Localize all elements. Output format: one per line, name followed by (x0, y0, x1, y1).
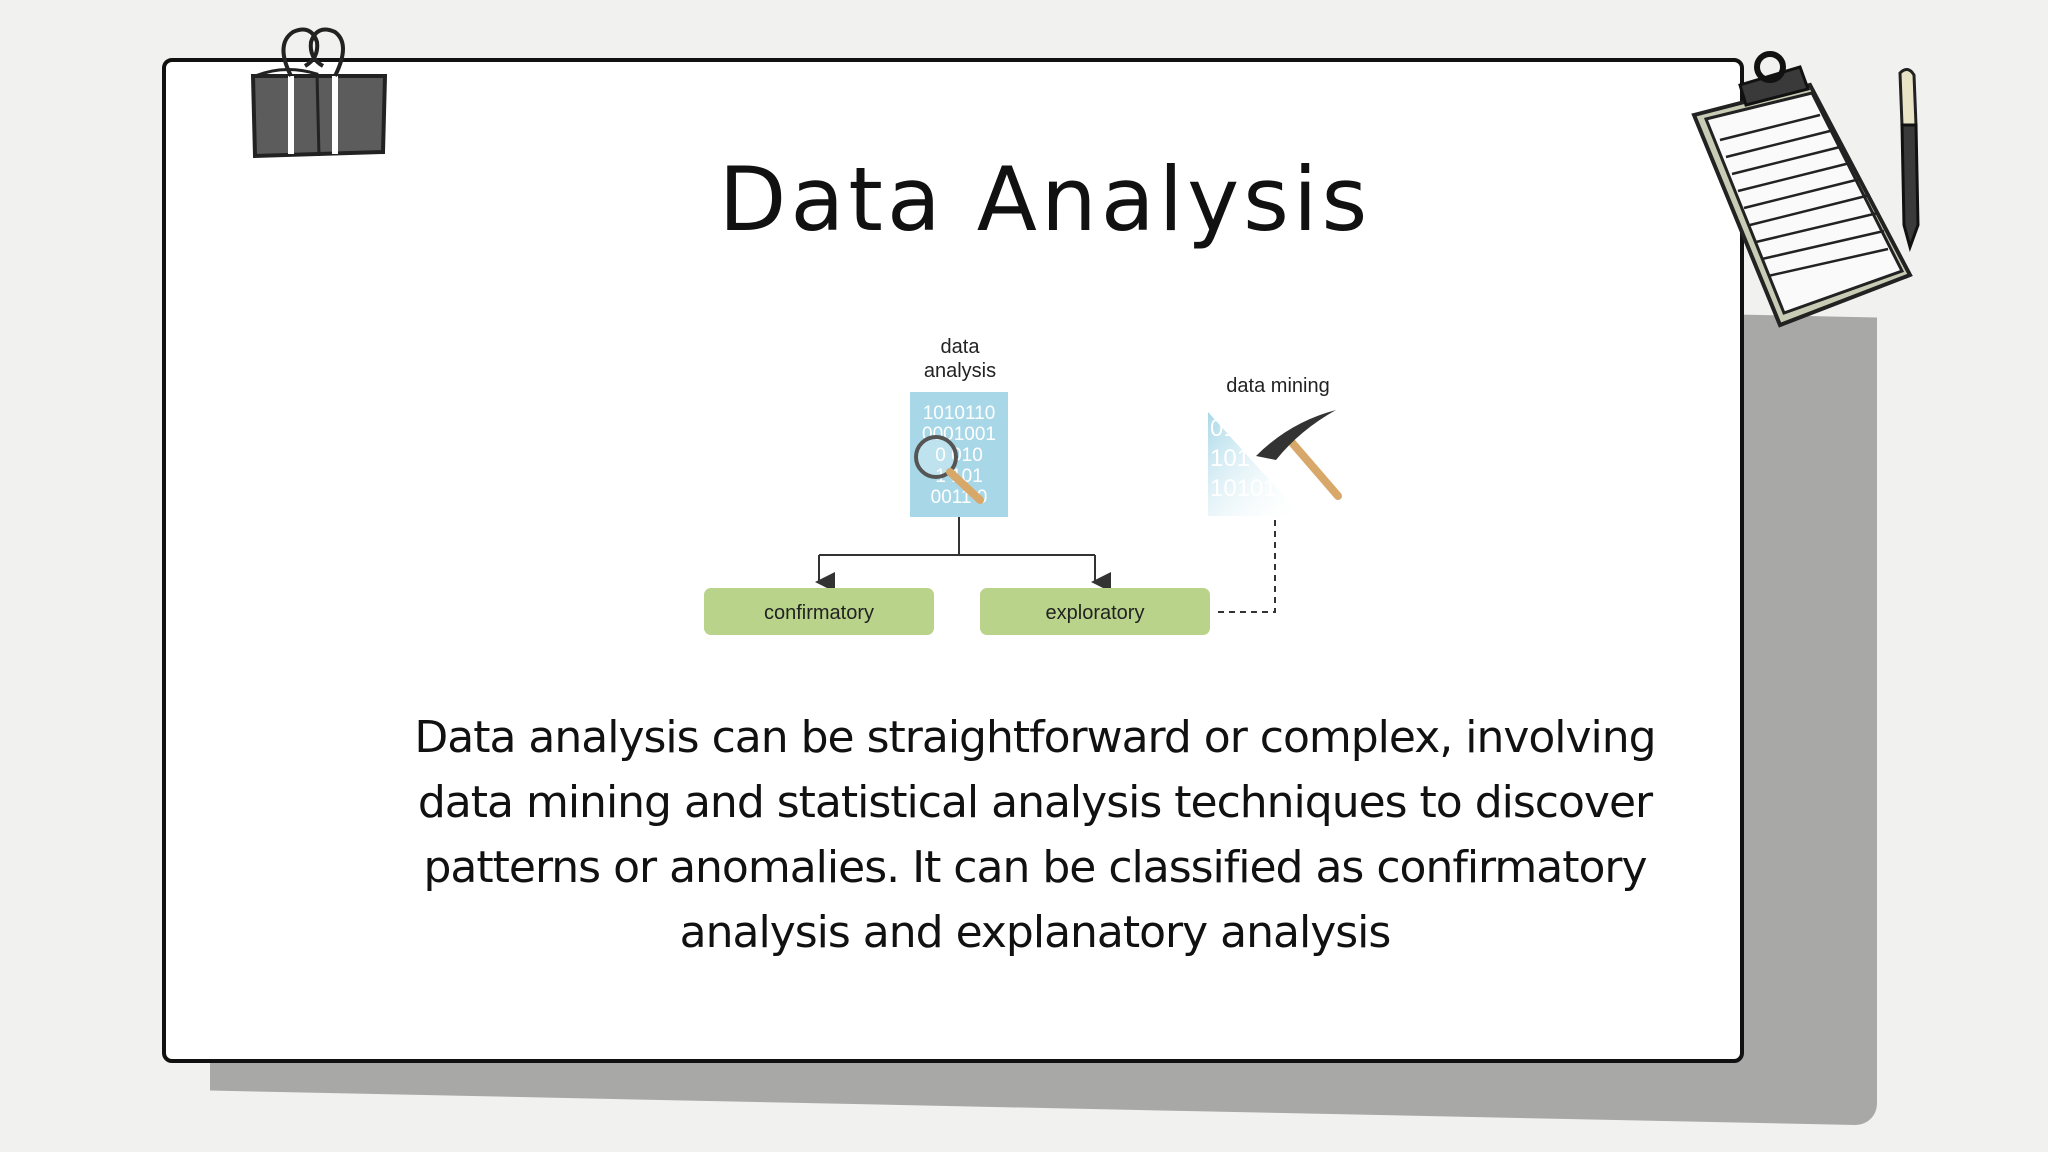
slide-title: Data Analysis (0, 148, 2048, 251)
data-analysis-diagram: data analysis 1010110 0001001 0 010 1 10… (690, 330, 1370, 650)
binary-row: 1010110 (923, 403, 996, 424)
mining-binary-row: 10101 (1210, 475, 1277, 502)
node-exploratory: exploratory (980, 588, 1210, 635)
slide-body-text: Data analysis can be straightforward or … (370, 705, 1700, 965)
root-label-line1: data (941, 336, 981, 358)
node-label: confirmatory (764, 602, 874, 624)
node-label: exploratory (1046, 602, 1145, 624)
node-confirmatory: confirmatory (704, 588, 934, 635)
mining-binary-row: 01 (1210, 415, 1237, 442)
mining-label: data mining (1226, 375, 1329, 397)
binder-clip-icon (245, 24, 395, 164)
mining-binary-row: 101 (1210, 445, 1250, 472)
root-label-line2: analysis (924, 360, 996, 382)
